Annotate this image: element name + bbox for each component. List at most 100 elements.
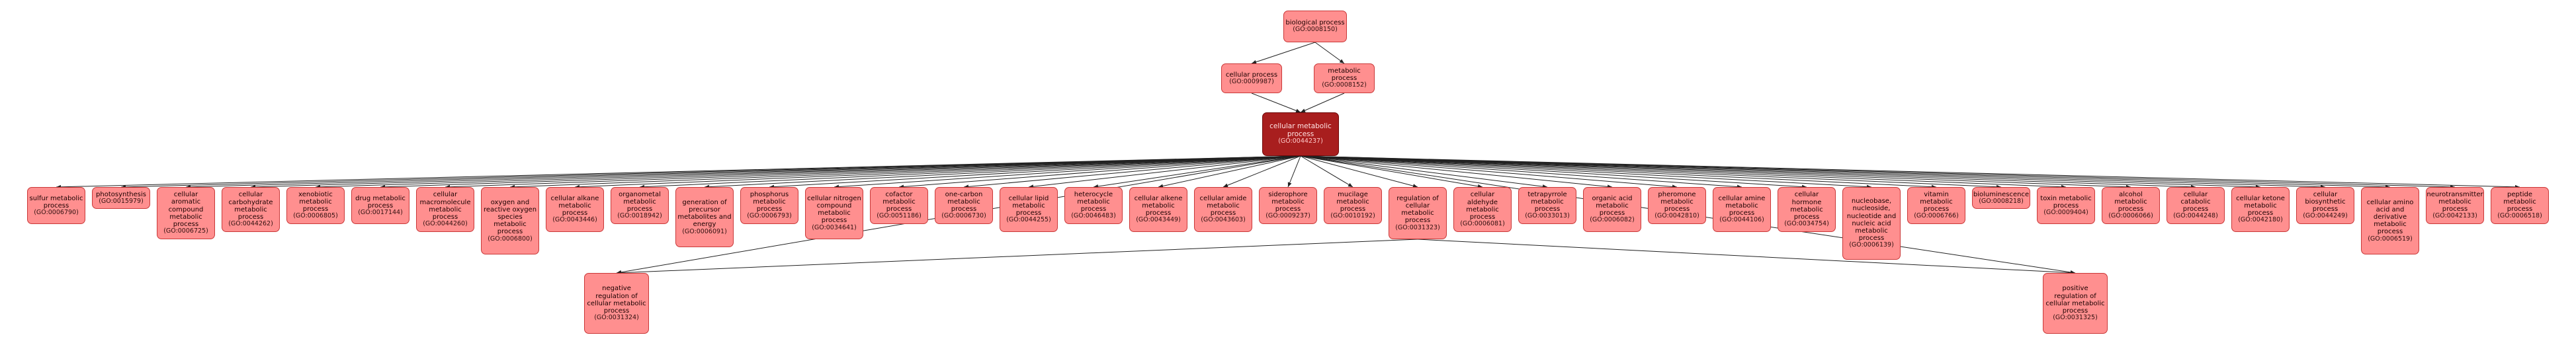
go-node-GO:0042180[interactable]: cellular ketone metabolic process(GO:004… — [2231, 187, 2290, 232]
go-term-name: cellular aromatic compound metabolic pro… — [168, 191, 204, 228]
go-node-GO:0034641[interactable]: cellular nitrogen compound metabolic pro… — [805, 187, 863, 239]
go-term-name: nucleobase, nucleoside, nucleotide and n… — [1846, 198, 1897, 243]
go-node-GO:0043446[interactable]: cellular alkane metabolic process(GO:004… — [546, 187, 604, 232]
go-term-id: (GO:0044106) — [1719, 216, 1764, 224]
go-node-GO:0006082[interactable]: organic acid metabolic process(GO:000608… — [1583, 187, 1641, 232]
go-node-GO:0033013[interactable]: tetrapyrrole metabolic process(GO:003301… — [1518, 187, 1576, 224]
go-node-GO:0031324[interactable]: negative regulation of cellular metaboli… — [584, 273, 649, 334]
go-term-id: (GO:0042810) — [1654, 212, 1699, 220]
go-term-name: cellular biosynthetic process — [2305, 190, 2346, 213]
go-term-name: sulfur metabolic process — [29, 194, 83, 210]
go-node-GO:0042810[interactable]: pheromone metabolic process(GO:0042810) — [1648, 187, 1706, 224]
go-node-GO:0044248[interactable]: cellular catabolic process(GO:0044248) — [2167, 187, 2225, 224]
go-node-GO:0031325[interactable]: positive regulation of cellular metaboli… — [2043, 273, 2108, 334]
go-term-name: one-carbon metabolic process — [945, 190, 983, 213]
go-term-id: (GO:0043449) — [1136, 216, 1181, 224]
go-term-id: (GO:0006519) — [2368, 235, 2413, 243]
go-node-GO:0006805[interactable]: xenobiotic metabolic process(GO:0006805) — [286, 187, 345, 224]
go-node-GO:0006730[interactable]: one-carbon metabolic process(GO:0006730) — [935, 187, 993, 224]
go-term-id: (GO:0034754) — [1784, 220, 1829, 228]
go-term-name: negative regulation of cellular metaboli… — [587, 285, 646, 315]
go-term-id: (GO:0051186) — [877, 212, 922, 220]
is-a-edge — [1300, 155, 1353, 188]
go-node-GO:0051186[interactable]: cofactor metabolic process(GO:0051186) — [870, 187, 928, 224]
arrowhead-icon — [1287, 182, 1292, 187]
arrowhead-icon — [1412, 184, 1418, 188]
go-node-GO:0044249[interactable]: cellular biosynthetic process(GO:0044249… — [2296, 187, 2354, 224]
go-node-GO:0044260[interactable]: cellular macromolecule metabolic process… — [416, 187, 474, 232]
go-term-id: (GO:0008218) — [1979, 197, 2024, 205]
go-node-GO:0009987[interactable]: cellular process(GO:0009987) — [1221, 63, 1282, 93]
go-node-GO:0006066[interactable]: alcohol metabolic process(GO:0006066) — [2102, 187, 2160, 224]
go-node-GO:0006081[interactable]: cellular aldehyde metabolic process(GO:0… — [1453, 187, 1512, 232]
go-node-GO:0006139[interactable]: nucleobase, nucleoside, nucleotide and n… — [1842, 187, 1901, 260]
go-term-id: (GO:0006082) — [1590, 216, 1635, 224]
go-term-name: mucilage metabolic process — [1336, 190, 1369, 213]
go-term-id: (GO:0046483) — [1071, 212, 1116, 220]
go-node-GO:0015979[interactable]: photosynthesis(GO:0015979) — [92, 187, 150, 209]
is-a-edge — [1300, 93, 1345, 113]
go-term-name: cellular amine metabolic process — [1718, 194, 1766, 217]
go-term-name: xenobiotic metabolic process — [298, 190, 333, 213]
go-node-GO:0009404[interactable]: toxin metabolic process(GO:0009404) — [2037, 187, 2095, 224]
go-node-GO:0018942[interactable]: organometal metabolic process(GO:0018942… — [611, 187, 669, 224]
go-node-GO:0017144[interactable]: drug metabolic process(GO:0017144) — [351, 187, 409, 224]
go-node-GO:0043603[interactable]: cellular amide metabolic process(GO:0043… — [1194, 187, 1252, 232]
arrowhead-icon — [1301, 108, 1306, 112]
is-a-edge — [1300, 155, 1872, 189]
go-node-GO:0006793[interactable]: phosphorus metabolic process(GO:0006793) — [740, 187, 798, 224]
go-node-GO:0008218[interactable]: bioluminescence(GO:0008218) — [1972, 187, 2030, 209]
go-node-GO:0006800[interactable]: oxygen and reactive oxygen species metab… — [481, 187, 539, 254]
is-a-edge — [616, 239, 1418, 275]
go-node-GO:0008152[interactable]: metabolic process(GO:0008152) — [1314, 63, 1375, 93]
go-node-GO:0044255[interactable]: cellular lipid metabolic process(GO:0044… — [1000, 187, 1058, 232]
go-node-GO:0006790[interactable]: sulfur metabolic process(GO:0006790) — [27, 187, 85, 224]
go-node-GO:0043449[interactable]: cellular alkene metabolic process(GO:004… — [1129, 187, 1187, 232]
go-term-id: (GO:0006066) — [2108, 212, 2153, 220]
go-term-name: positive regulation of cellular metaboli… — [2045, 285, 2105, 315]
go-term-name: bioluminescence — [1973, 190, 2030, 198]
go-term-name: toxin metabolic process — [2040, 194, 2092, 210]
go-node-GO:0042133[interactable]: neurotransmitter metabolic process(GO:00… — [2426, 187, 2484, 224]
go-node-GO:0044106[interactable]: cellular amine metabolic process(GO:0044… — [1713, 187, 1771, 232]
go-node-GO:0044262[interactable]: cellular carbohydrate metabolic process(… — [222, 187, 280, 232]
go-term-id: (GO:0006081) — [1460, 220, 1505, 228]
go-term-name: cellular catabolic process — [2180, 190, 2211, 213]
go-node-GO:0031323[interactable]: regulation of cellular metabolic process… — [1389, 187, 1447, 239]
go-term-id: (GO:0044248) — [2173, 212, 2218, 220]
go-term-id: (GO:0018942) — [617, 212, 662, 220]
is-a-edge — [1417, 239, 2076, 275]
go-node-GO:0044237[interactable]: cellular metabolic process(GO:0044237) — [1262, 112, 1339, 156]
go-term-id: (GO:0010192) — [1330, 212, 1375, 220]
go-term-name: organometal metabolic process — [619, 190, 661, 213]
go-term-name: siderophore metabolic process — [1268, 190, 1308, 213]
go-term-id: (GO:0042180) — [2238, 216, 2283, 224]
go-node-GO:0046483[interactable]: heterocycle metabolic process(GO:0046483… — [1064, 187, 1123, 224]
go-term-name: pheromone metabolic process — [1658, 190, 1696, 213]
go-node-GO:0008150[interactable]: biological process(GO:0008150) — [1283, 11, 1347, 42]
is-a-edge — [1287, 155, 1301, 188]
go-term-id: (GO:0006725) — [163, 227, 208, 235]
go-term-name: cellular nitrogen compound metabolic pro… — [807, 194, 861, 225]
go-node-GO:0010192[interactable]: mucilage metabolic process(GO:0010192) — [1324, 187, 1382, 224]
go-term-name: cellular aldehyde metabolic process — [1466, 191, 1499, 221]
go-term-name: biological process — [1285, 19, 1345, 27]
go-node-GO:0034754[interactable]: cellular hormone metabolic process(GO:00… — [1778, 187, 1836, 232]
go-term-name: cellular macromolecule metabolic process — [419, 191, 471, 221]
go-node-GO:0006519[interactable]: cellular amino acid and derivative metab… — [2361, 187, 2419, 254]
go-term-id: (GO:0043446) — [552, 216, 597, 224]
go-term-id: (GO:0042133) — [2432, 212, 2477, 220]
go-term-id: (GO:0044260) — [423, 220, 468, 228]
go-term-name: neurotransmitter metabolic process — [2426, 190, 2483, 213]
go-node-GO:0006766[interactable]: vitamin metabolic process(GO:0006766) — [1907, 187, 1965, 224]
go-term-id: (GO:0031324) — [594, 314, 639, 322]
go-node-GO:0006091[interactable]: generation of precursor metabolites and … — [675, 187, 734, 247]
go-node-GO:0006725[interactable]: cellular aromatic compound metabolic pro… — [157, 187, 215, 239]
go-term-id: (GO:0006730) — [941, 212, 986, 220]
go-node-GO:0009237[interactable]: siderophore metabolic process(GO:0009237… — [1259, 187, 1317, 224]
arrowhead-icon — [1348, 182, 1353, 187]
go-term-id: (GO:0034641) — [812, 223, 857, 231]
go-term-id: (GO:0044262) — [228, 220, 273, 228]
go-node-GO:0006518[interactable]: peptide metabolic process(GO:0006518) — [2491, 187, 2549, 224]
